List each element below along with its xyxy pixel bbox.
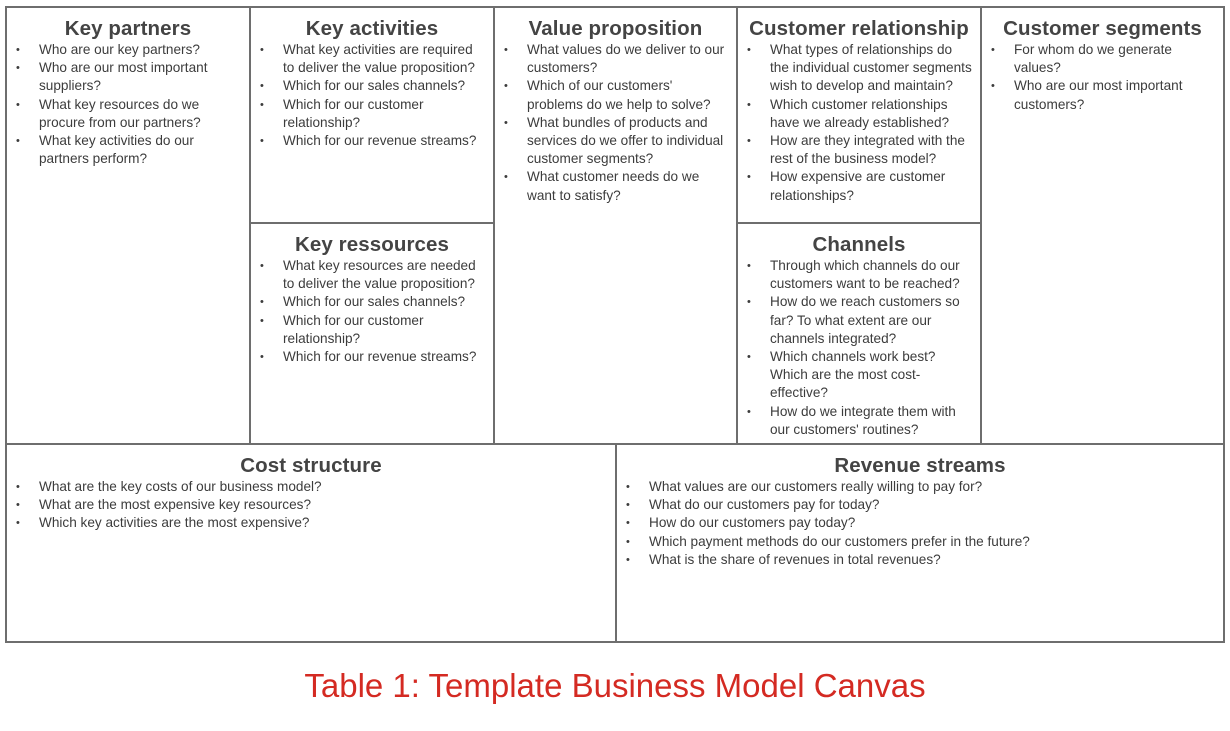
bullet-item: How do our customers pay today? [626,514,1215,532]
bullet-item: How expensive are customer relationships… [747,168,972,204]
revenue-streams-cell: Revenue streams What values are our cust… [615,443,1225,643]
bullet-item: Which for our customer relationship? [260,96,485,132]
customer-segments-heading: Customer segments [1003,17,1202,40]
channels-heading: Channels [812,233,906,256]
cost-structure-list: What are the key costs of our business m… [7,478,615,533]
bullet-item: What is the share of revenues in total r… [626,551,1215,569]
cost-structure-heading: Cost structure [240,454,382,477]
revenue-streams-list: What values are our customers really wil… [617,478,1223,569]
bullet-item: Which channels work best? Which are the … [747,348,972,403]
key-resources-heading: Key ressources [294,233,450,256]
bullet-item: What key activities are required to deli… [260,41,485,77]
key-activities-heading: Key activities [305,17,439,40]
bullet-item: How are they integrated with the rest of… [747,132,972,168]
bullet-item: What key activities do our partners perf… [16,132,241,168]
bullet-item: What types of relationships do the indiv… [747,41,972,96]
bullet-item: Which for our customer relationship? [260,312,485,348]
customer-relationship-heading: Customer relationship [749,17,969,40]
bullet-item: What are the most expensive key resource… [16,496,607,514]
value-proposition-heading: Value proposition [528,17,703,40]
bullet-item: Which payment methods do our customers p… [626,533,1215,551]
key-partners-cell: Key partners Who are our key partners?Wh… [5,6,251,445]
key-resources-cell: Key ressources What key resources are ne… [249,222,495,445]
bullet-item: Which for our sales channels? [260,293,485,311]
business-model-canvas: Key partners Who are our key partners?Wh… [5,6,1225,643]
bullet-item: What are the key costs of our business m… [16,478,607,496]
bullet-item: For whom do we generate values? [991,41,1215,77]
key-activities-cell: Key activities What key activities are r… [249,6,495,224]
key-partners-list: Who are our key partners?Who are our mos… [7,41,249,168]
key-activities-list: What key activities are required to deli… [251,41,493,150]
bullet-item: Through which channels do our customers … [747,257,972,293]
bullet-item: What values do we deliver to our custome… [504,41,728,77]
bullet-item: What customer needs do we want to satisf… [504,168,728,204]
bullet-item: Who are our most important suppliers? [16,59,241,95]
bullet-item: How do we reach customers so far? To wha… [747,293,972,348]
bullet-item: What key resources are needed to deliver… [260,257,485,293]
revenue-streams-heading: Revenue streams [834,454,1006,477]
bullet-item: Which for our revenue streams? [260,132,485,150]
bullet-item: Who are our key partners? [16,41,241,59]
channels-cell: Channels Through which channels do our c… [736,222,982,445]
bullet-item: What bundles of products and services do… [504,114,728,169]
customer-segments-list: For whom do we generate values?Who are o… [982,41,1223,114]
bullet-item: How do we integrate them with our custom… [747,403,972,439]
cost-structure-cell: Cost structure What are the key costs of… [5,443,617,643]
bullet-item: Which for our revenue streams? [260,348,485,366]
customer-segments-cell: Customer segments For whom do we generat… [980,6,1225,445]
bullet-item: Which of our customers' problems do we h… [504,77,728,113]
value-proposition-list: What values do we deliver to our custome… [495,41,736,205]
customer-relationship-list: What types of relationships do the indiv… [738,41,980,205]
customer-relationship-cell: Customer relationship What types of rela… [736,6,982,224]
channels-list: Through which channels do our customers … [738,257,980,439]
bullet-item: Which key activities are the most expens… [16,514,607,532]
bullet-item: Which customer relationships have we alr… [747,96,972,132]
key-partners-heading: Key partners [64,17,192,40]
key-resources-list: What key resources are needed to deliver… [251,257,493,366]
table-caption: Table 1: Template Business Model Canvas [304,667,926,704]
bullet-item: What do our customers pay for today? [626,496,1215,514]
bullet-item: Which for our sales channels? [260,77,485,95]
bullet-item: What key resources do we procure from ou… [16,96,241,132]
bullet-item: What values are our customers really wil… [626,478,1215,496]
bullet-item: Who are our most important customers? [991,77,1215,113]
value-proposition-cell: Value proposition What values do we deli… [493,6,738,445]
